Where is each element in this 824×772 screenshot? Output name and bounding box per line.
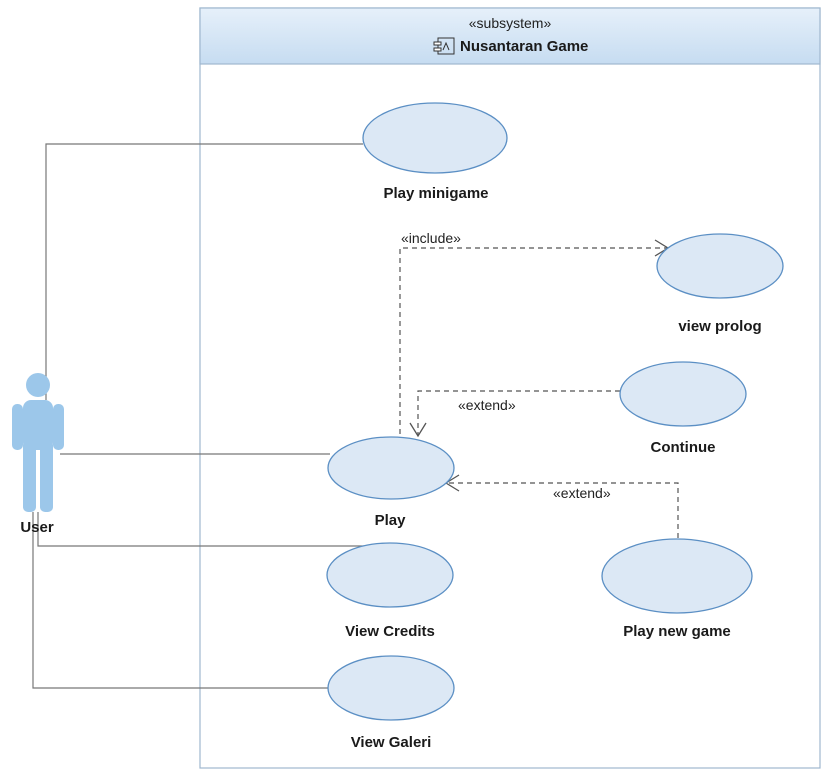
use-case-label: View Galeri: [351, 734, 432, 751]
subsystem-stereotype: «subsystem»: [469, 15, 552, 31]
extend-new-game-line: [446, 482, 679, 538]
assoc-view-galeri: [32, 512, 330, 689]
use-case-label: View Credits: [345, 623, 435, 640]
include-line: [399, 247, 668, 434]
use-case-play[interactable]: Play: [327, 436, 455, 529]
use-case-continue[interactable]: Continue: [619, 361, 747, 456]
extend-continue-label: «extend»: [458, 397, 516, 413]
use-case-play-new-game[interactable]: Play new game: [601, 538, 753, 640]
actor-user[interactable]: User: [12, 373, 64, 536]
component-icon: [433, 37, 455, 55]
assoc-play-minigame: [45, 143, 363, 400]
use-case-label: Play new game: [623, 623, 731, 640]
include-label: «include»: [401, 230, 461, 246]
extend-continue-line: [417, 390, 620, 436]
use-case-label: Play minigame: [383, 185, 488, 202]
subsystem-title: Nusantaran Game: [460, 38, 588, 55]
extend-continue-relation[interactable]: «extend»: [409, 390, 620, 438]
associations: [32, 143, 366, 689]
extend-new-game-label: «extend»: [553, 485, 611, 501]
actor-label: User: [20, 519, 54, 536]
use-case-label: Continue: [651, 439, 716, 456]
use-case-label: Play: [375, 512, 407, 529]
assoc-view-credits: [37, 512, 366, 547]
use-case-label: view prolog: [678, 318, 761, 335]
actor-figure-icon: [12, 373, 64, 512]
subsystem-header: [199, 7, 821, 65]
use-case-play-minigame[interactable]: Play minigame: [362, 102, 508, 202]
extend-continue-arrowhead: [409, 422, 427, 438]
use-case-view-galeri[interactable]: View Galeri: [327, 655, 455, 751]
use-case-view-credits[interactable]: View Credits: [326, 542, 454, 640]
use-case-view-prolog[interactable]: view prolog: [656, 233, 784, 335]
